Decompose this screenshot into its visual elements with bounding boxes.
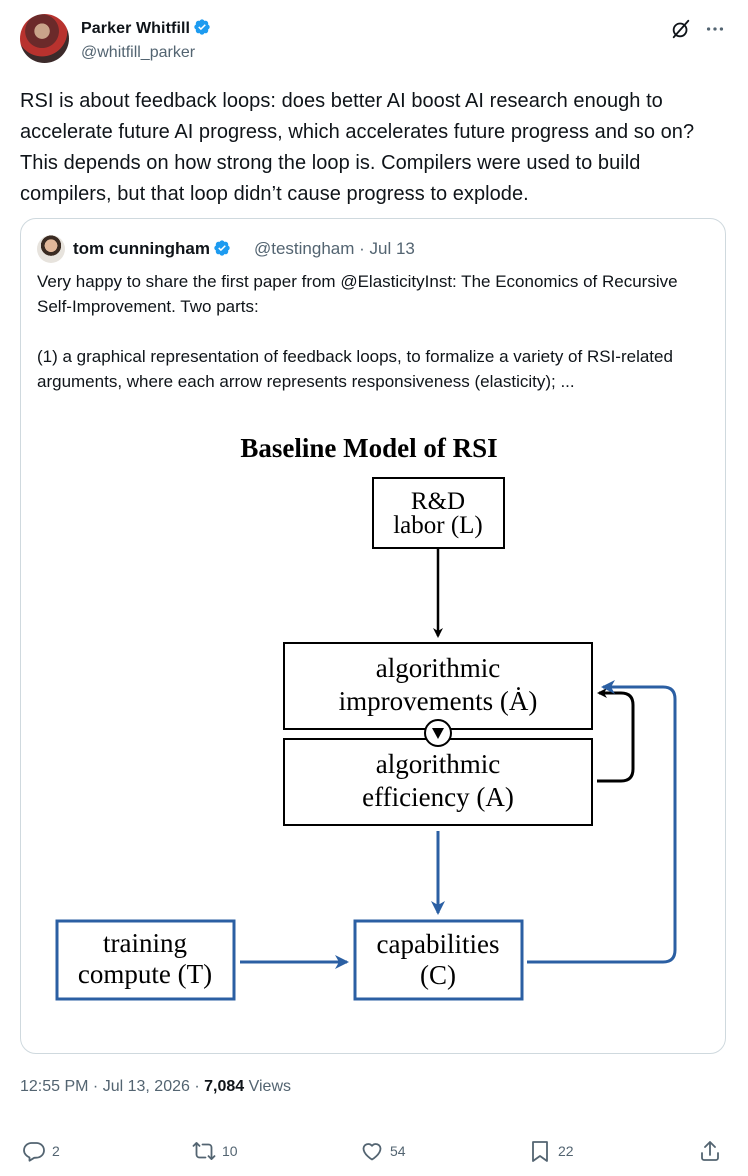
rd-labor-line2: labor (L) [393, 512, 483, 539]
training-compute-line2: compute (T) [78, 959, 212, 989]
feedback-loop-capabilities-to-improvements [527, 680, 677, 964]
integration-triangle [432, 728, 444, 739]
algorithmic-improvements-line1: algorithmic [376, 653, 500, 683]
repost-count: 10 [222, 1143, 238, 1159]
author-avatar[interactable] [20, 14, 69, 63]
grok-icon[interactable] [670, 18, 692, 40]
post-text: RSI is about feedback loops: does better… [20, 90, 695, 205]
rsi-diagram[interactable]: Baseline Model of RSI R&D labor (L) algo… [21, 419, 725, 1039]
action-bar: 2 10 54 22 [20, 1136, 730, 1168]
post-meta: 12:55 PM · Jul 13, 2026 · 7,084 Views [20, 1078, 291, 1096]
repost-icon [192, 1142, 216, 1160]
views-count: 7,084 [204, 1078, 245, 1095]
training-compute-box [55, 919, 236, 1001]
capabilities-box [353, 919, 524, 1001]
bookmark-count: 22 [558, 1143, 574, 1159]
bracket-efficiency-to-improvements [597, 688, 635, 783]
verified-badge-icon [214, 240, 230, 256]
like-count: 54 [390, 1143, 406, 1159]
algorithmic-efficiency-line2: efficiency (A) [362, 782, 514, 812]
author-name[interactable]: Parker Whitfill [81, 20, 191, 37]
bookmark-button[interactable]: 22 [528, 1136, 574, 1166]
quoted-author-handle-date: @testingham · Jul 13 [254, 239, 415, 258]
rd-labor-box [372, 477, 505, 549]
more-icon[interactable] [704, 18, 726, 40]
diagram-title: Baseline Model of RSI [240, 433, 497, 463]
quoted-author-name: tom cunningham [73, 239, 210, 258]
quoted-paragraph-1: Very happy to share the first paper from… [37, 272, 678, 316]
quoted-author-name-row: tom cunningham [73, 239, 231, 259]
quoted-post-text: Very happy to share the first paper from… [37, 269, 697, 394]
training-compute-line1: training [103, 928, 187, 958]
verified-badge-icon [194, 19, 210, 35]
share-icon [701, 1141, 719, 1161]
algorithmic-efficiency-line1: algorithmic [376, 749, 500, 779]
quoted-author-avatar [37, 235, 65, 263]
like-icon [362, 1143, 382, 1161]
repost-button[interactable]: 10 [192, 1136, 238, 1166]
capabilities-line1: capabilities [377, 929, 500, 959]
reply-count: 2 [52, 1143, 60, 1159]
quoted-post[interactable]: tom cunningham @testingham · Jul 13 Very… [20, 218, 726, 1054]
views-label: Views [244, 1078, 291, 1095]
algorithmic-improvements-line2: improvements (Ȧ) [339, 686, 538, 716]
bookmark-icon [532, 1141, 548, 1162]
author-handle[interactable]: @whitfill_parker [81, 44, 196, 61]
quoted-paragraph-2: (1) a graphical representation of feedba… [37, 347, 673, 391]
author-name-row[interactable]: Parker Whitfill [81, 18, 211, 38]
capabilities-line2: (C) [420, 960, 456, 990]
share-button[interactable] [698, 1136, 728, 1166]
reply-icon [23, 1142, 45, 1162]
post-header: Parker Whitfill @whitfill_parker [20, 14, 730, 66]
reply-button[interactable]: 2 [22, 1136, 60, 1166]
like-button[interactable]: 54 [360, 1136, 406, 1166]
rd-labor-line1: R&D [411, 488, 465, 515]
post-time[interactable]: 12:55 PM · Jul 13, 2026 · [20, 1078, 205, 1095]
